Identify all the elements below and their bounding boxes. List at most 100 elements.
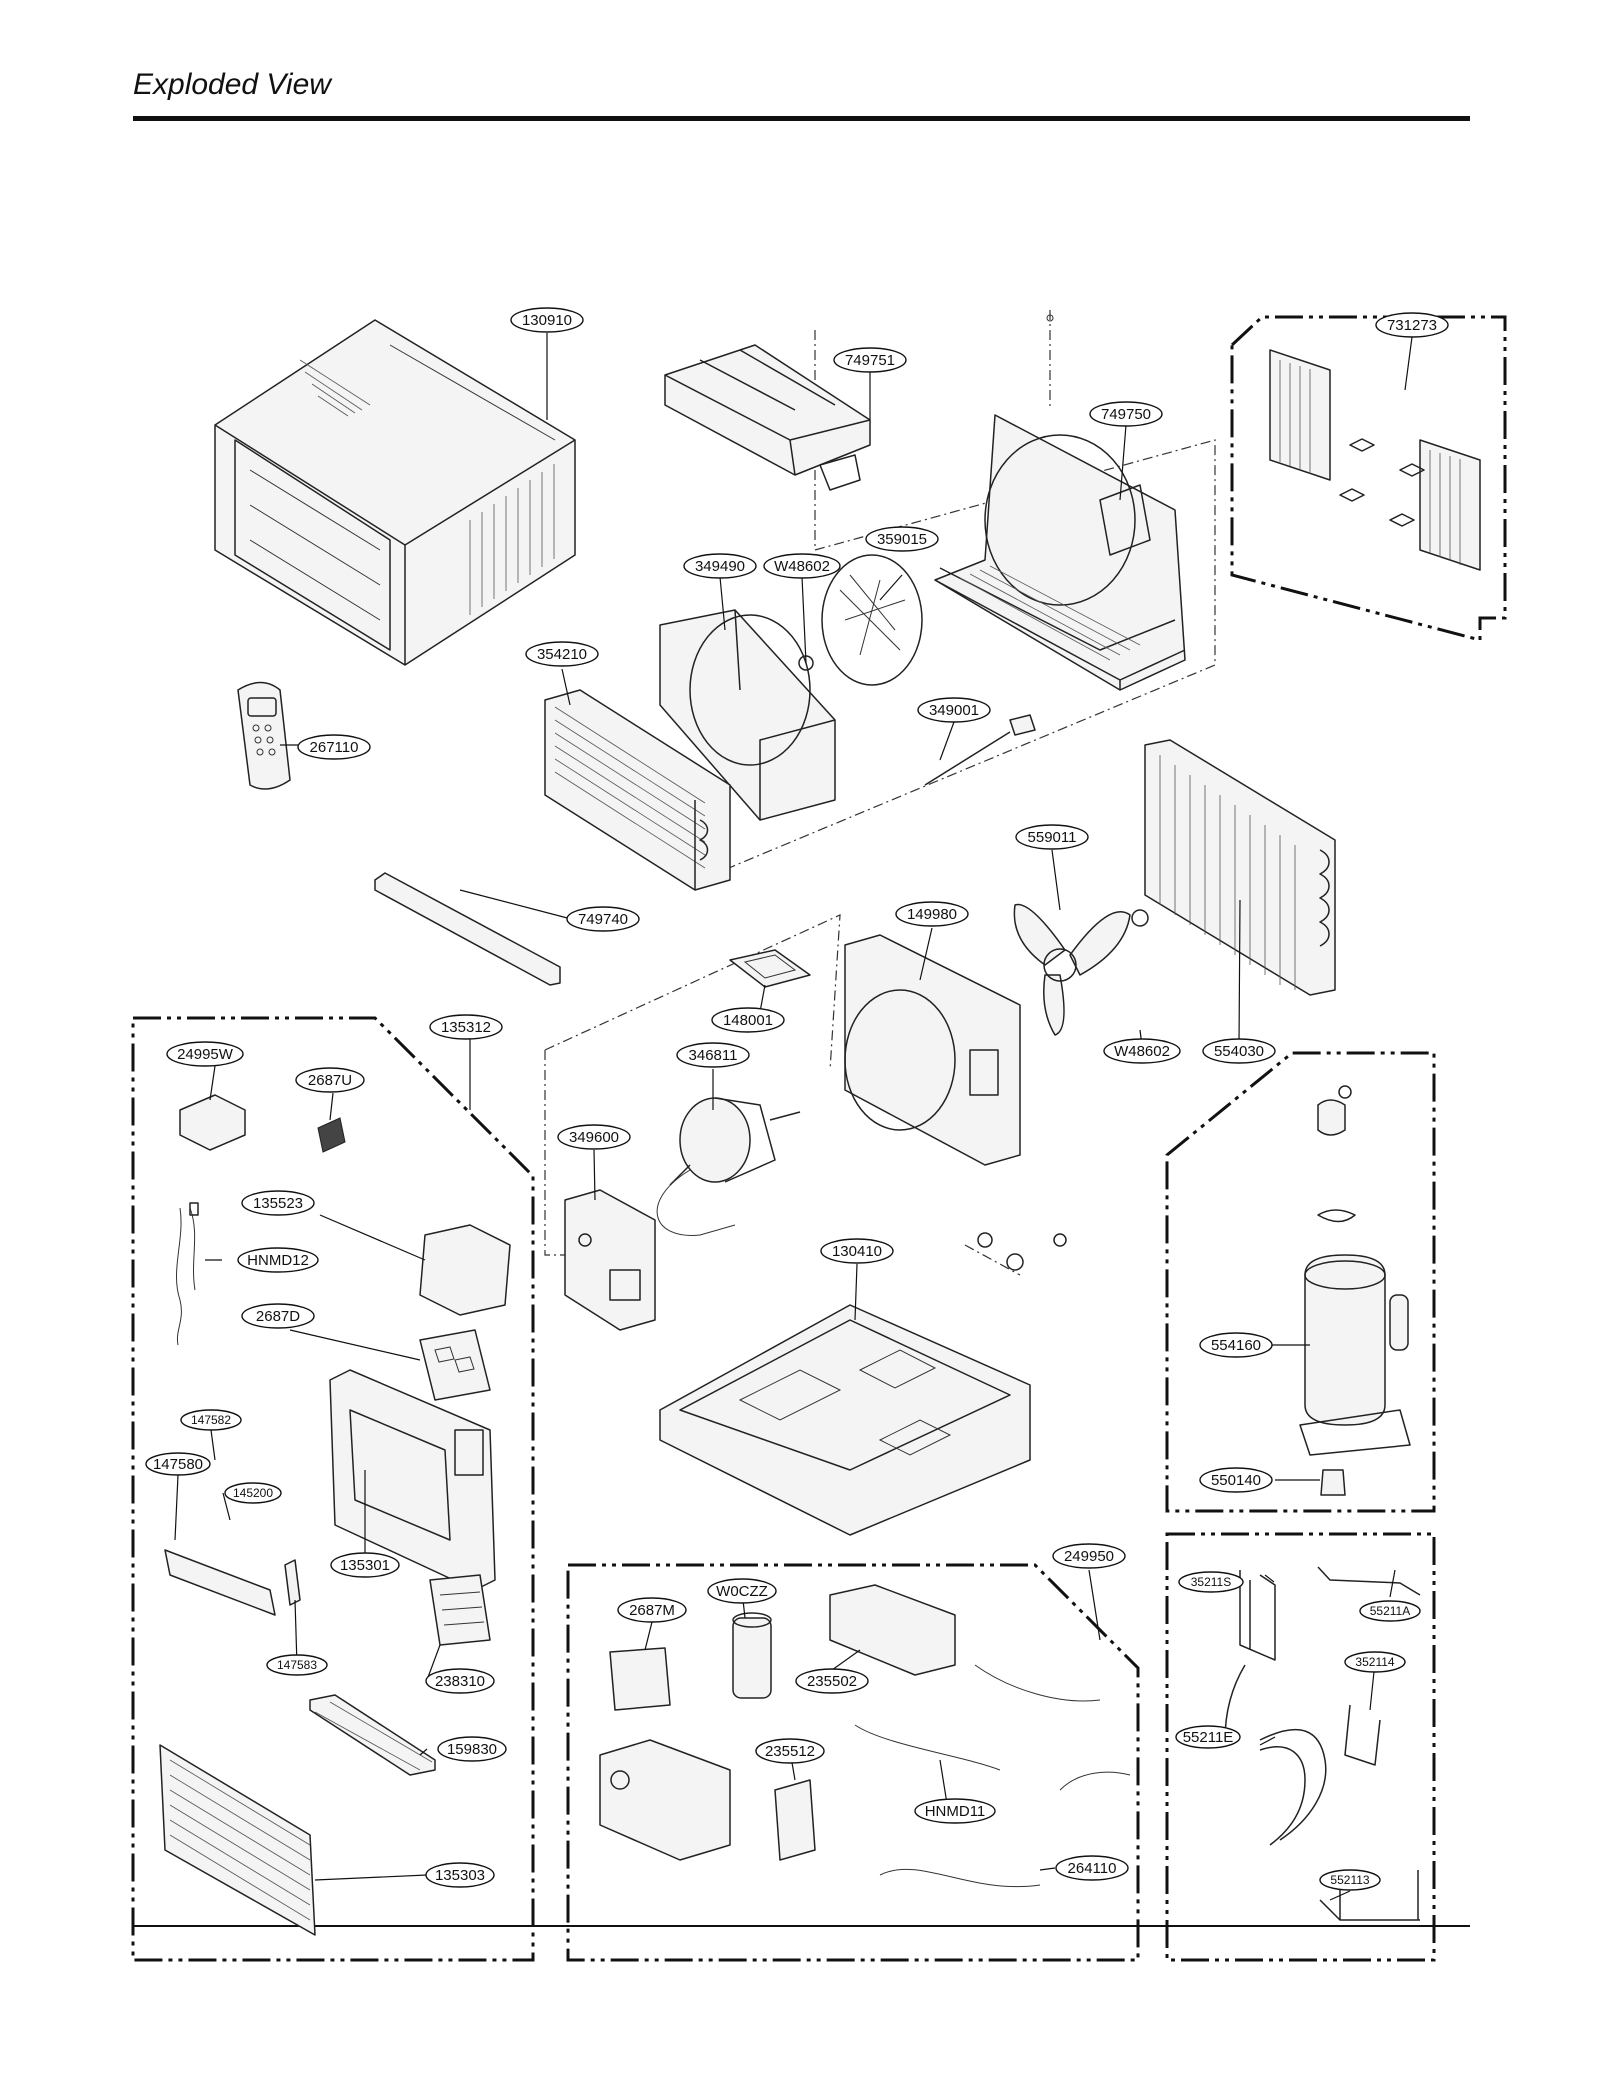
svg-text:238310: 238310 [435, 1673, 485, 1690]
svg-text:554030: 554030 [1214, 1043, 1264, 1060]
svg-text:145200: 145200 [233, 1486, 273, 1500]
svg-text:559011: 559011 [1028, 829, 1077, 846]
svg-text:55211E: 55211E [1183, 1729, 1234, 1746]
electrical-box-part [599, 1739, 731, 1861]
part-label-346811: 346811 [676, 1042, 750, 1068]
front-grille-part [159, 1744, 316, 1936]
part-label-HNMD11: HNMD11 [914, 1798, 996, 1824]
side-curtain-part [1269, 349, 1481, 571]
part-label-349490: 349490 [683, 553, 757, 579]
footer-divider [133, 1925, 1470, 1927]
svg-text:354210: 354210 [537, 646, 587, 663]
part-label-2687D: 2687D [241, 1303, 315, 1329]
guide-line-basepan [964, 1244, 1021, 1276]
part-label-354210: 354210 [525, 641, 599, 667]
svg-text:2687D: 2687D [256, 1308, 300, 1325]
insulation-pad-part [317, 1117, 346, 1153]
svg-text:147583: 147583 [277, 1658, 317, 1672]
svg-text:359015: 359015 [877, 531, 927, 548]
part-label-135523: 135523 [241, 1190, 315, 1216]
svg-text:W0CZZ: W0CZZ [716, 1583, 768, 1600]
part-label-HNMD12: HNMD12 [237, 1247, 319, 1273]
fan-shroud-part [844, 934, 1021, 1166]
part-label-731273: 731273 [1375, 312, 1449, 338]
part-label-W48602-upper: W48602 [763, 553, 841, 579]
display-label-part [429, 1574, 491, 1646]
svg-text:749751: 749751 [845, 352, 895, 369]
svg-text:264110: 264110 [1068, 1860, 1117, 1877]
orifice-panel-part [659, 609, 836, 821]
svg-text:235502: 235502 [807, 1673, 857, 1690]
svg-text:2687U: 2687U [308, 1072, 352, 1089]
capacitor-part [732, 1612, 772, 1699]
seal-strip-part [374, 872, 561, 986]
evaporator-coil-part [544, 689, 731, 891]
part-label-559011: 559011 [1015, 824, 1089, 850]
control-box-cover-part [829, 1584, 956, 1676]
svg-text:55211A: 55211A [1370, 1604, 1410, 1618]
svg-text:147580: 147580 [153, 1456, 203, 1473]
harness-wire-part [176, 1202, 199, 1346]
part-label-130910: 130910 [510, 307, 584, 333]
control-box-part [419, 1224, 511, 1316]
part-label-264110: 264110 [1055, 1855, 1129, 1881]
svg-text:130410: 130410 [832, 1243, 882, 1260]
compressor-part [1299, 1085, 1411, 1496]
refrigerant-piping-part [1224, 1566, 1421, 1921]
part-label-149980: 149980 [895, 901, 969, 927]
blower-wheel-part [798, 554, 923, 686]
part-label-135301: 135301 [330, 1552, 400, 1578]
part-label-749740: 749740 [566, 906, 640, 932]
svg-text:135312: 135312 [441, 1019, 491, 1036]
thermistor-rod-part [924, 714, 1036, 786]
svg-text:267110: 267110 [310, 739, 359, 756]
title-divider [133, 116, 1470, 121]
part-label-267110: 267110 [297, 734, 371, 760]
part-label-2687U: 2687U [295, 1067, 365, 1093]
part-label-24995W: 24995W [166, 1041, 244, 1067]
motor-mount-part [564, 1189, 656, 1331]
part-label-W48602-lower: W48602 [1103, 1038, 1181, 1064]
part-label-352114: 352114 [1344, 1651, 1406, 1673]
svg-text:346811: 346811 [689, 1047, 738, 1064]
part-label-550140: 550140 [1199, 1467, 1273, 1493]
part-label-55211A: 55211A [1359, 1600, 1421, 1622]
svg-text:352114: 352114 [1355, 1655, 1394, 1669]
part-label-130410: 130410 [820, 1238, 894, 1264]
part-label-147583: 147583 [266, 1654, 328, 1676]
svg-text:731273: 731273 [1387, 317, 1437, 334]
cabinet-part [214, 319, 576, 666]
electronic-controller-frame-part [179, 1094, 246, 1151]
svg-text:349001: 349001 [929, 702, 979, 719]
remote-control-part [237, 681, 291, 790]
part-label-W0CZZ: W0CZZ [707, 1578, 777, 1604]
group-box-refrigerant-piping [1165, 1532, 1436, 1962]
svg-text:550140: 550140 [1211, 1472, 1261, 1489]
svg-text:HNMD11: HNMD11 [925, 1803, 986, 1820]
part-label-35211S: 35211S [1178, 1571, 1244, 1593]
part-label-135312: 135312 [429, 1014, 503, 1040]
tray-bracket-part [729, 949, 811, 988]
svg-text:249950: 249950 [1064, 1548, 1114, 1565]
svg-text:147582: 147582 [191, 1413, 231, 1427]
svg-text:148001: 148001 [723, 1012, 773, 1029]
condenser-coil-part [1144, 739, 1336, 996]
svg-text:552113: 552113 [1330, 1873, 1369, 1887]
svg-text:24995W: 24995W [177, 1046, 234, 1063]
group-box-compressor [1165, 1051, 1436, 1513]
front-panel-part [329, 1369, 496, 1591]
svg-text:35211S: 35211S [1191, 1575, 1231, 1589]
svg-text:130910: 130910 [522, 312, 572, 329]
part-label-749750: 749750 [1089, 401, 1163, 427]
air-guide-louver-part [164, 1549, 301, 1616]
propeller-fan-part [1013, 903, 1149, 1036]
part-label-147582: 147582 [180, 1409, 242, 1431]
svg-text:2687M: 2687M [629, 1602, 675, 1619]
part-label-145200: 145200 [224, 1482, 282, 1504]
part-label-749751: 749751 [833, 347, 907, 373]
part-label-135303: 135303 [425, 1862, 495, 1888]
svg-text:135523: 135523 [253, 1195, 303, 1212]
part-label-159830: 159830 [437, 1736, 507, 1762]
svg-text:235512: 235512 [765, 1743, 815, 1760]
